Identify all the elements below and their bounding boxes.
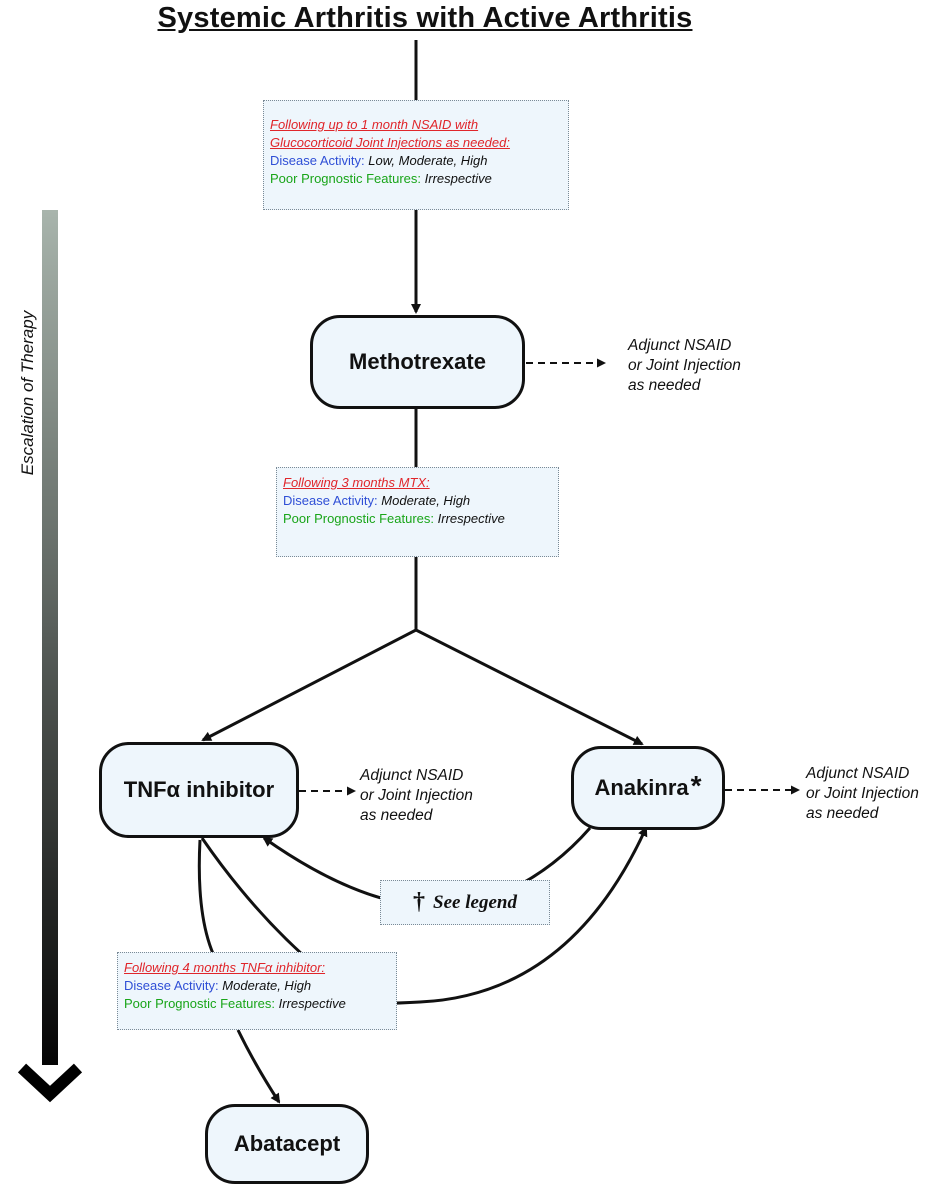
arrow-to-abatacept	[236, 1029, 281, 1104]
condition-box-tnf: Following 4 months TNFα inhibitor: Disea…	[117, 952, 397, 1030]
prognostic-value: Irrespective	[437, 511, 505, 526]
disease-activity-value: Moderate, High	[381, 493, 471, 508]
node-label: Anakinra	[594, 775, 689, 800]
condition-heading: Glucocorticoid Joint Injections as neede…	[270, 135, 510, 150]
disease-activity-label: Disease Activity:	[283, 493, 378, 508]
node-abatacept: Abatacept	[205, 1104, 369, 1184]
disease-activity-label: Disease Activity:	[124, 978, 219, 993]
condition-heading: Following up to 1 month NSAID with	[270, 117, 479, 132]
dagger-icon: †	[413, 889, 426, 915]
node-methotrexate: Methotrexate	[310, 315, 525, 409]
node-label: Abatacept	[233, 1131, 341, 1156]
disease-activity-value: Moderate, High	[222, 978, 312, 993]
disease-activity-value: Low, Moderate, High	[368, 153, 488, 168]
prognostic-value: Irrespective	[424, 171, 492, 186]
see-legend-box: † See legend	[380, 880, 550, 925]
node-anakinra: Anakinra*	[571, 746, 725, 830]
legend-text: See legend	[433, 891, 517, 913]
condition-heading: Following 3 months MTX:	[283, 475, 430, 490]
escalation-arrowhead	[17, 1063, 83, 1103]
prognostic-value: Irrespective	[278, 996, 346, 1011]
connector-tnf-to-cond3	[200, 837, 321, 972]
condition-heading: Following 4 months TNFα inhibitor:	[124, 960, 326, 975]
prognostic-label: Poor Prognostic Features:	[270, 171, 422, 186]
prognostic-label: Poor Prognostic Features:	[124, 996, 276, 1011]
escalation-label: Escalation of Therapy	[18, 310, 37, 475]
arrow-to-tnf	[201, 628, 417, 742]
disease-activity-label: Disease Activity:	[270, 153, 365, 168]
node-label: Methotrexate	[349, 349, 486, 374]
page-title: Systemic Arthritis with Active Arthritis	[157, 2, 693, 34]
node-tnf-inhibitor: TNFα inhibitor	[99, 742, 299, 838]
condition-box-mtx: Following 3 months MTX: Disease Activity…	[276, 467, 559, 557]
node-label: TNFα inhibitor	[123, 777, 275, 802]
condition-box-nsaid: Following up to 1 month NSAID with Gluco…	[263, 100, 569, 210]
prognostic-label: Poor Prognostic Features:	[283, 511, 435, 526]
arrow-to-anakinra	[415, 628, 644, 746]
escalation-bar	[42, 210, 58, 1065]
